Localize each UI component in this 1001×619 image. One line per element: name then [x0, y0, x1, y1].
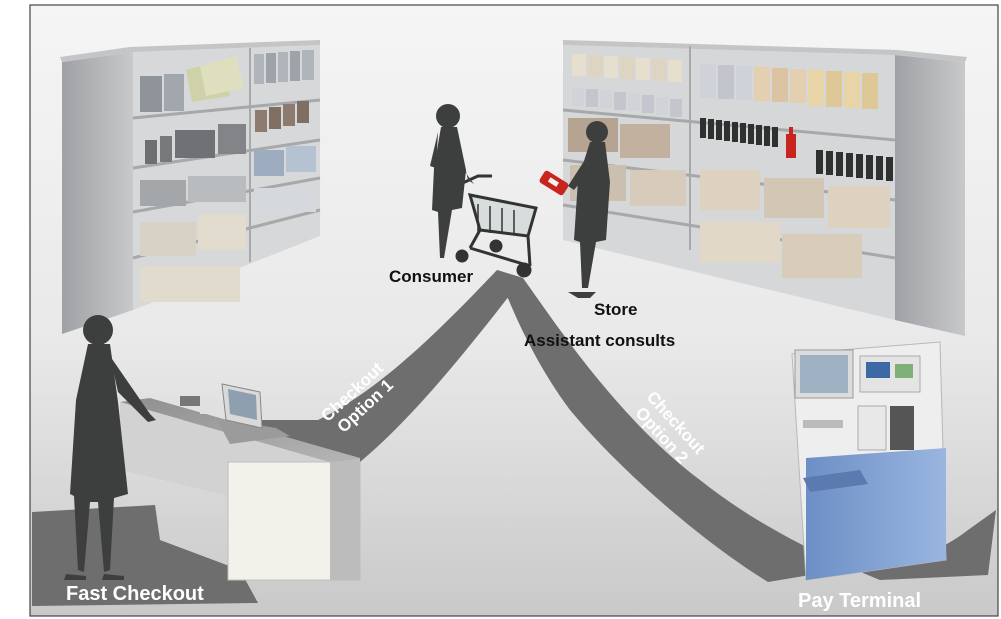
cashier-silhouette — [64, 315, 156, 580]
consumer-silhouette — [430, 104, 474, 258]
pay-terminal-label: Pay Terminal — [798, 590, 922, 612]
fast-checkout-label: Fast Checkout — [66, 583, 204, 605]
left-shelf — [60, 40, 321, 334]
right-shelf — [562, 40, 967, 336]
consumer-label: Consumer — [389, 267, 474, 286]
checkout-counter — [120, 383, 361, 581]
store-assistant-label-line1: Store — [594, 300, 638, 319]
store-assistant-label-line2: Assistant consults — [524, 331, 676, 350]
store-assistant-silhouette — [568, 121, 610, 298]
pay-terminal-kiosk — [791, 341, 947, 581]
scanner-device — [539, 170, 569, 196]
